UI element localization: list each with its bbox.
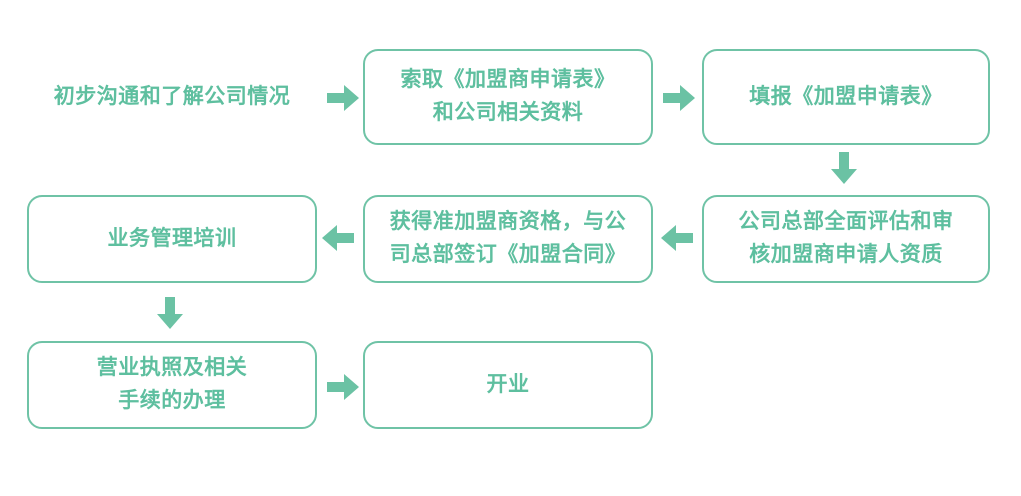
arrow-right-initial-to-request [327, 85, 359, 111]
flow-node-request-form[interactable]: 索取《加盟商申请表》 和公司相关资料 [363, 49, 653, 145]
arrow-left-contract-to-training [322, 225, 354, 251]
flow-node-license[interactable]: 营业执照及相关 手续的办理 [27, 341, 317, 429]
arrow-left-evaluate-to-contract [661, 225, 693, 251]
flow-node-training[interactable]: 业务管理培训 [27, 195, 317, 283]
flow-node-evaluate[interactable]: 公司总部全面评估和审 核加盟商申请人资质 [702, 195, 990, 283]
flow-node-open[interactable]: 开业 [363, 341, 653, 429]
flow-node-contract[interactable]: 获得准加盟商资格，与公 司总部签订《加盟合同》 [363, 195, 653, 283]
arrow-right-license-to-open [327, 374, 359, 400]
arrow-down-training-to-license [157, 297, 183, 329]
arrow-right-request-to-submit [663, 85, 695, 111]
flow-node-submit-application[interactable]: 填报《加盟申请表》 [702, 49, 990, 145]
flow-node-initial[interactable]: 初步沟通和了解公司情况 [53, 84, 291, 108]
arrow-down-submit-to-evaluate [831, 152, 857, 184]
